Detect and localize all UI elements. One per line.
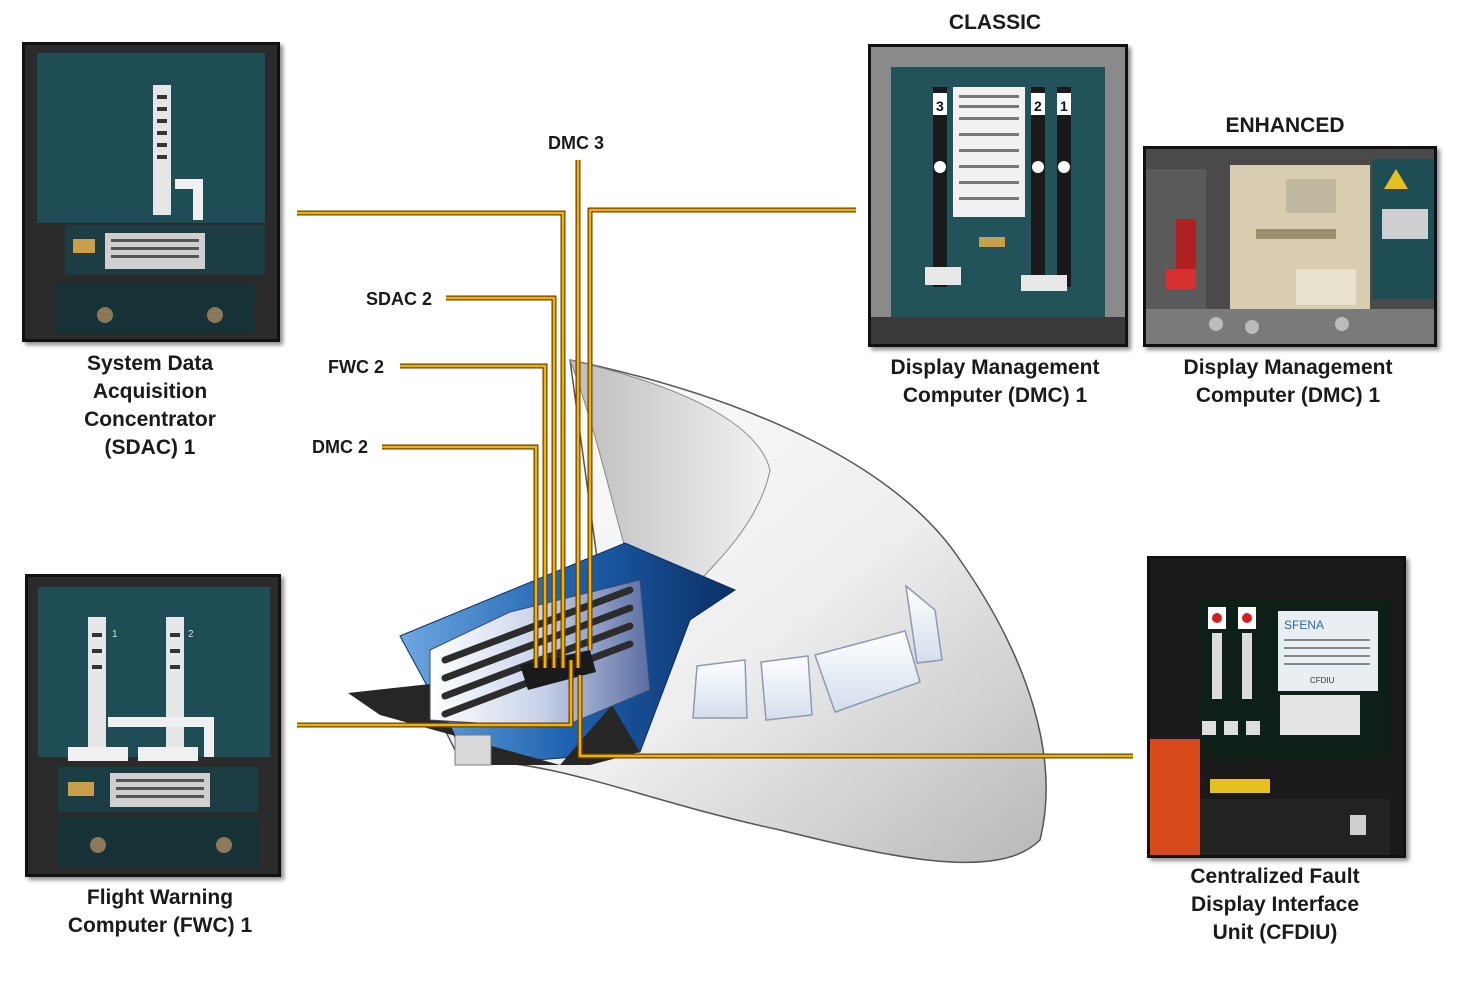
cfdiu-photo: SFENA CFDIU — [1147, 556, 1406, 858]
fwc-slot-1: 1 — [112, 629, 118, 640]
dmc-slot-2: 2 — [1034, 98, 1042, 114]
dmc1-classic-label: Display Management Computer (DMC) 1 — [870, 354, 1120, 410]
cfdiu-label-line: Display Interface — [1190, 893, 1360, 916]
cfdiu-label: Centralized Fault Display Interface Unit… — [1150, 863, 1400, 947]
enhanced-header: ENHANCED — [1225, 114, 1345, 137]
fwc2-connector-label: FWC 2 — [328, 357, 384, 377]
cfdiu-plate-letters: CFDIU — [1310, 676, 1335, 685]
fwc1-label-line: Computer (FWC) 1 — [67, 914, 253, 937]
dmc1-enhanced-photo — [1143, 146, 1437, 347]
sdac1-photo — [22, 42, 280, 342]
sdac1-label-line: System Data — [86, 352, 214, 375]
dmc1-classic-label-line: Display Management — [890, 356, 1100, 379]
dmc1-classic-label-line: Computer (DMC) 1 — [902, 384, 1088, 407]
fwc1-label: Flight Warning Computer (FWC) 1 — [40, 884, 280, 940]
classic-header: CLASSIC — [948, 11, 1042, 34]
fwc1-label-line: Flight Warning — [86, 886, 234, 909]
dmc-slot-3: 3 — [936, 98, 944, 114]
dmc3-connector-label: DMC 3 — [548, 133, 605, 153]
dmc1-classic-photo: 3 2 1 — [868, 44, 1128, 347]
sdac2-connector-label: SDAC 2 — [366, 289, 433, 309]
dmc-slot-1: 1 — [1060, 98, 1068, 114]
cfdiu-label-line: Unit (CFDIU) — [1212, 921, 1338, 944]
cfdiu-label-line: Centralized Fault — [1190, 865, 1360, 888]
fwc-slot-2: 2 — [188, 629, 194, 640]
sdac1-label-line: Concentrator — [84, 408, 216, 431]
sfena-label: SFENA — [1284, 618, 1324, 632]
cockpit-windows — [692, 584, 943, 721]
dmc2-connector-label: DMC 2 — [312, 437, 369, 457]
dmc1-enhanced-label-line: Display Management — [1183, 356, 1393, 379]
sdac1-label: System Data Acquisition Concentrator (SD… — [30, 350, 270, 462]
fwc1-photo: 1 2 — [25, 574, 281, 877]
dmc1-enhanced-label-line: Computer (DMC) 1 — [1195, 384, 1381, 407]
connection-wires — [297, 160, 1133, 759]
dmc1-enhanced-label: Display Management Computer (DMC) 1 — [1163, 354, 1413, 410]
sdac1-label-line: (SDAC) 1 — [104, 436, 196, 459]
sdac1-label-line: Acquisition — [92, 380, 208, 403]
